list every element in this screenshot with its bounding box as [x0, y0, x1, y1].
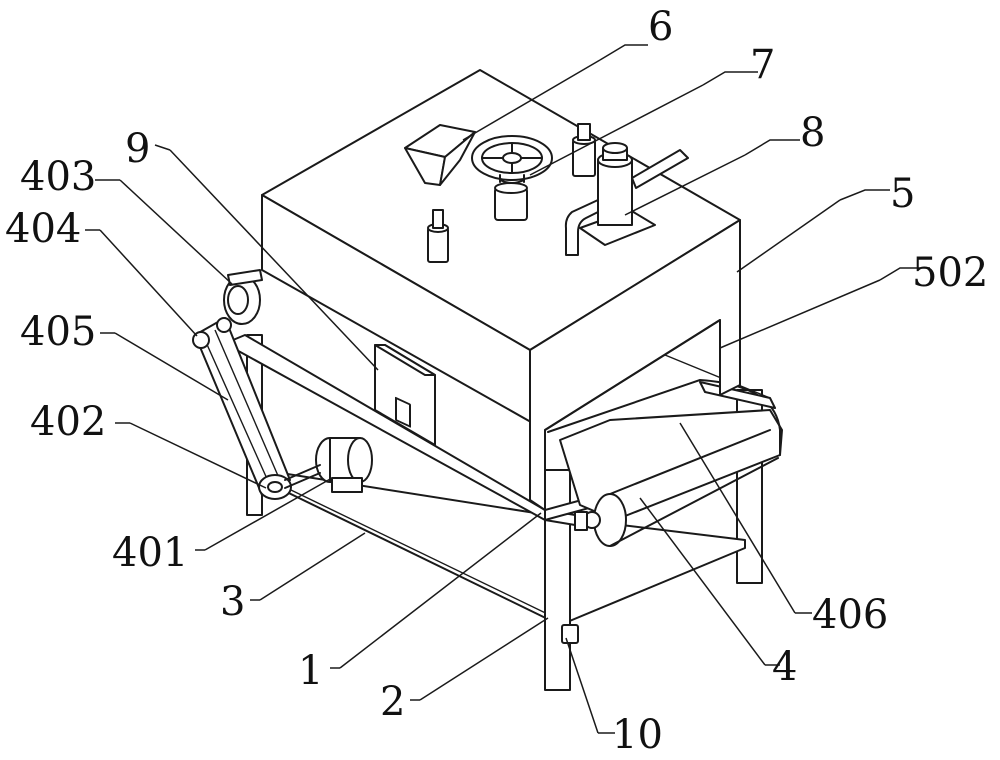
foot-switch [561, 624, 579, 644]
handwheel [471, 135, 553, 221]
sensor-post [427, 209, 449, 263]
label-3: 3 [220, 579, 245, 625]
label-10: 10 [612, 712, 663, 758]
label-403: 403 [20, 154, 96, 200]
label-8: 8 [800, 110, 825, 156]
label-502: 502 [912, 250, 988, 296]
feed-hopper [404, 124, 476, 186]
label-1: 1 [298, 648, 323, 694]
conveyor-belt [547, 354, 783, 547]
label-4: 4 [772, 644, 797, 690]
label-7: 7 [750, 42, 775, 88]
label-401: 401 [112, 530, 188, 576]
control-box [374, 344, 436, 446]
label-6: 6 [648, 4, 673, 50]
label-2: 2 [380, 679, 405, 725]
label-9: 9 [125, 126, 150, 172]
drive-mechanism [192, 269, 373, 500]
label-402: 402 [30, 399, 106, 445]
label-404: 404 [5, 206, 81, 252]
label-5: 5 [890, 171, 915, 217]
callout-labels: 6 7 8 5 502 9 403 404 405 402 401 3 1 2 … [5, 4, 988, 758]
front-leg [544, 469, 571, 691]
label-405: 405 [20, 309, 96, 355]
leader-lines [85, 44, 930, 734]
label-406: 406 [812, 592, 888, 638]
